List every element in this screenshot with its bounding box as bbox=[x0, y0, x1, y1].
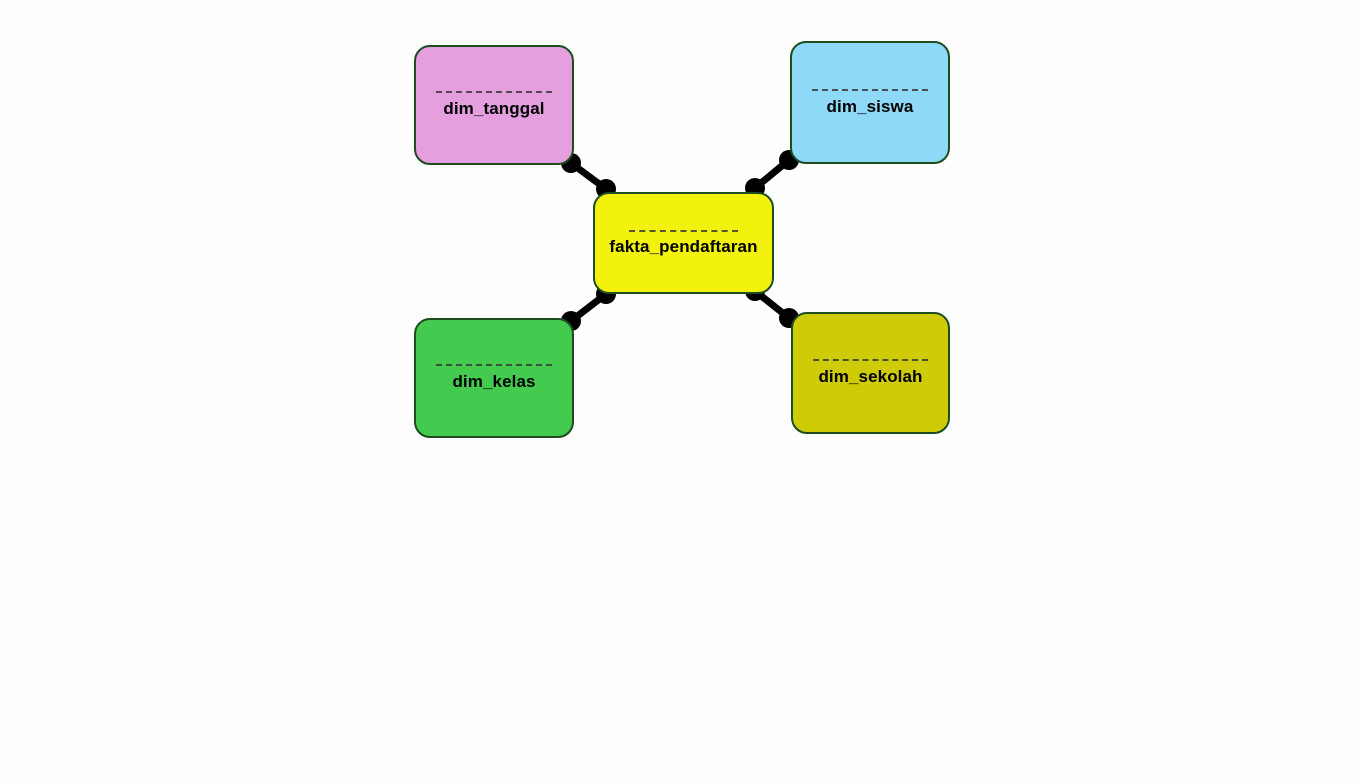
entity-node-dim-tanggal[interactable]: dim_tanggal bbox=[414, 45, 574, 165]
fact-table-node-label: fakta_pendaftaran bbox=[609, 236, 758, 256]
connector-line bbox=[567, 159, 610, 193]
entity-node-dim-siswa[interactable]: dim_siswa bbox=[790, 41, 950, 164]
node-divider bbox=[436, 91, 552, 94]
entity-node-dim-sekolah[interactable]: dim_sekolah bbox=[791, 312, 950, 434]
fact-table-node-fakta-pendaftaran[interactable]: fakta_pendaftaran bbox=[593, 192, 774, 294]
node-divider bbox=[813, 359, 928, 362]
entity-node-label: dim_sekolah bbox=[818, 367, 923, 387]
entity-node-dim-kelas[interactable]: dim_kelas bbox=[414, 318, 574, 438]
node-divider bbox=[812, 88, 928, 91]
connector-line bbox=[751, 287, 793, 322]
connector-line bbox=[751, 156, 793, 192]
node-divider bbox=[628, 229, 739, 232]
entity-node-label: dim_siswa bbox=[826, 96, 914, 116]
entity-node-label: dim_kelas bbox=[452, 372, 536, 392]
node-divider bbox=[436, 364, 552, 367]
entity-node-label: dim_tanggal bbox=[443, 99, 545, 119]
connector-line bbox=[567, 290, 610, 325]
